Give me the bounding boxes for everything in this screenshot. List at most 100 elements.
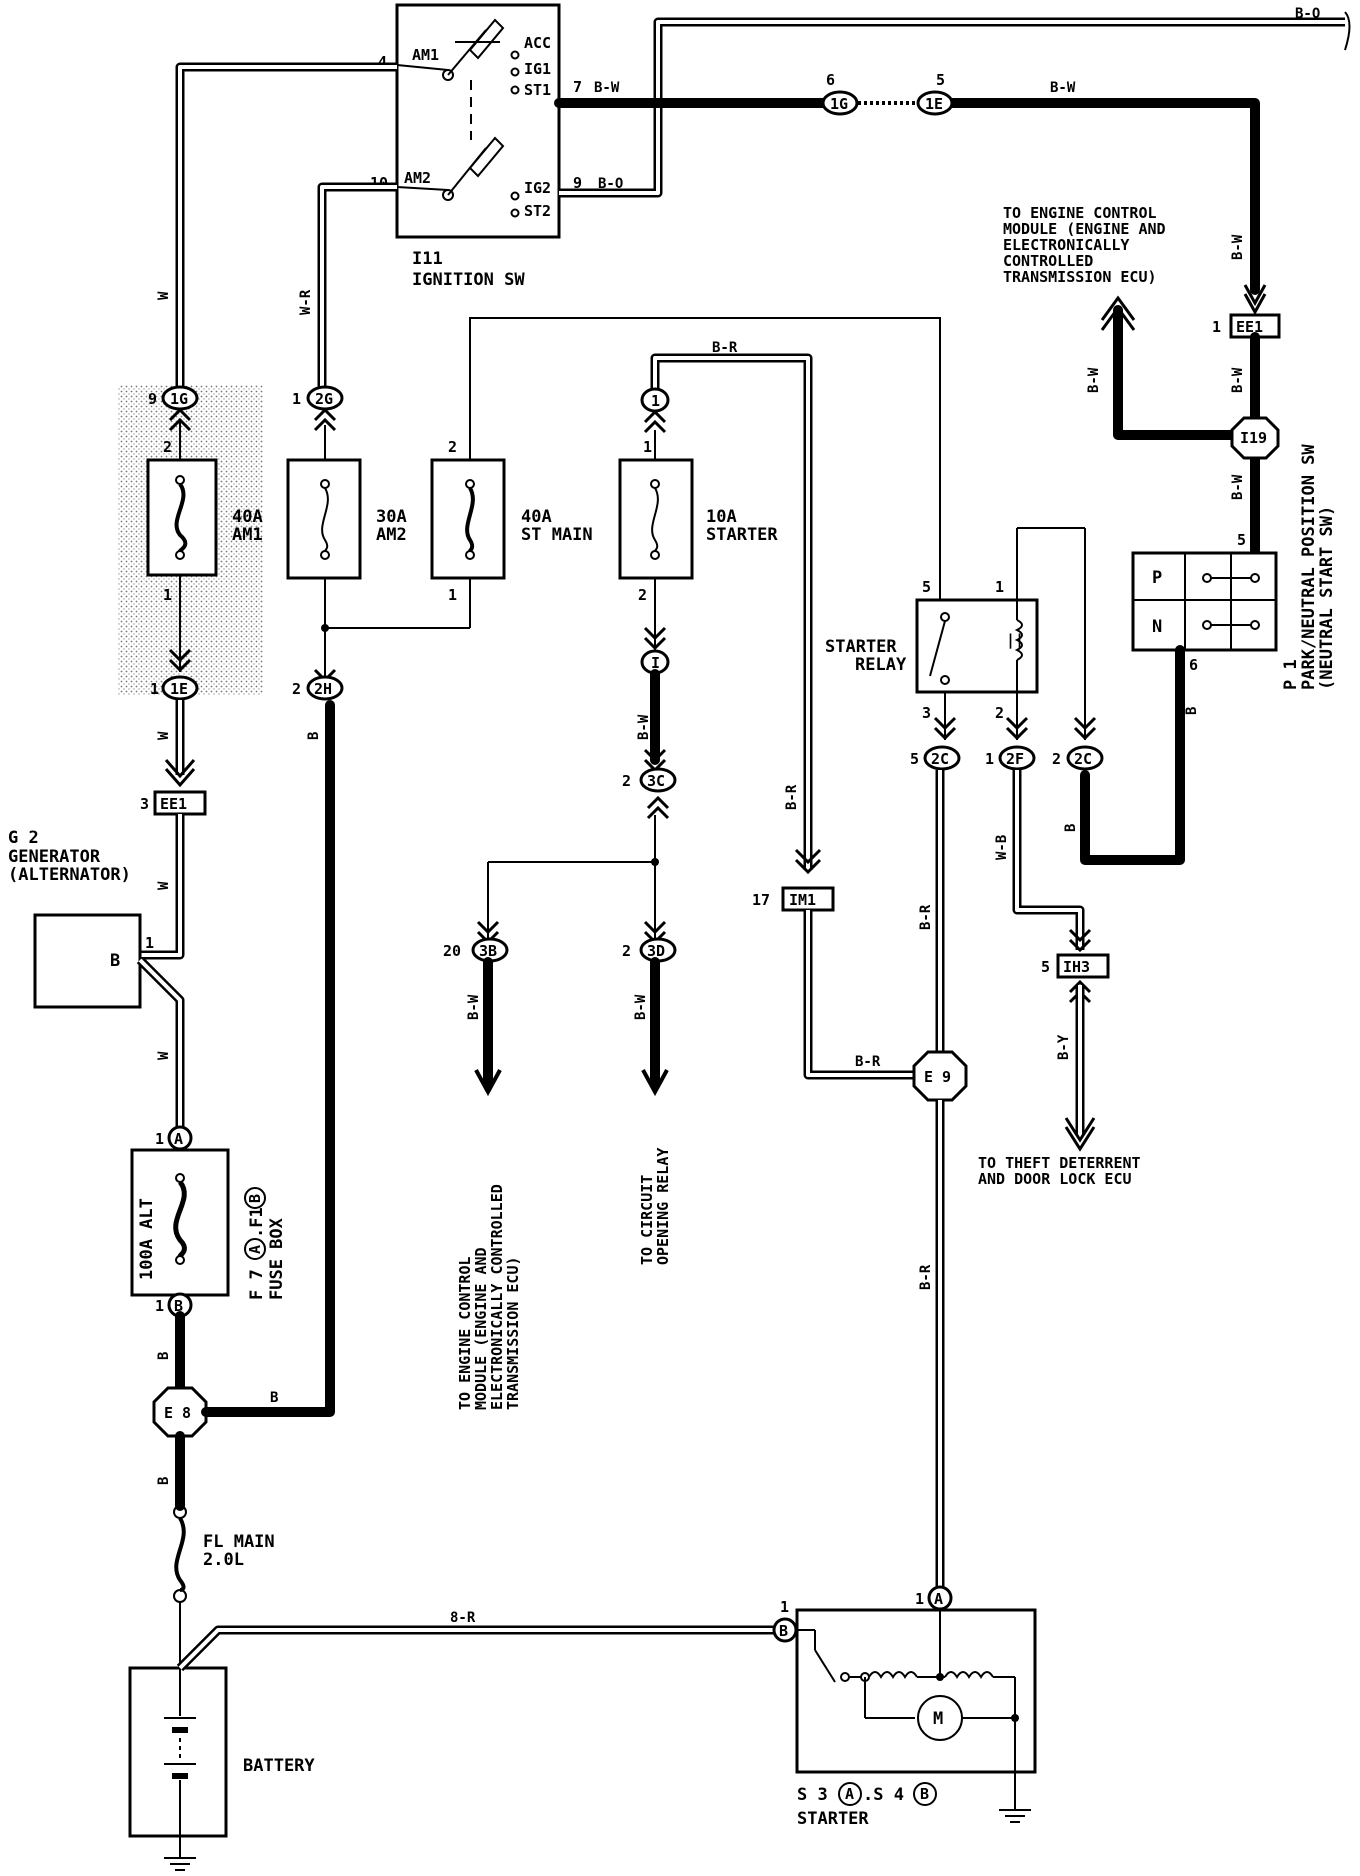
svg-text:2F: 2F: [1006, 750, 1024, 768]
svg-text:1: 1: [651, 392, 660, 410]
svg-text:FUSE BOX: FUSE BOX: [267, 1217, 287, 1300]
svg-text:B: B: [1184, 707, 1200, 715]
svg-text:1G: 1G: [170, 390, 188, 408]
ign-terminal-am2: AM2: [404, 169, 431, 187]
generator-label-3: (ALTERNATOR): [8, 865, 131, 885]
generator: [33, 913, 142, 1009]
svg-text:B-W: B-W: [1230, 474, 1246, 500]
park-neutral-label-2: PARK/NEUTRAL POSITION SW: [1299, 444, 1319, 690]
svg-text:2: 2: [622, 942, 631, 960]
fl-main-label-2: 2.0L: [203, 1550, 244, 1570]
svg-text:B-R: B-R: [855, 1054, 881, 1070]
wire-label-bo-top: B-O: [1295, 6, 1320, 22]
svg-text:W-B: W-B: [994, 835, 1010, 860]
starter-label: S 3 A .S 4 B STARTER: [797, 1782, 937, 1829]
svg-text:W: W: [156, 291, 172, 300]
svg-text:CONTROLLED: CONTROLLED: [1003, 252, 1093, 270]
svg-text:3: 3: [922, 704, 931, 722]
svg-text:F 7: F 7: [247, 1269, 267, 1300]
svg-text:OPENING RELAY: OPENING RELAY: [654, 1148, 672, 1265]
svg-text:1: 1: [155, 1297, 164, 1315]
svg-text:B-R: B-R: [784, 784, 800, 810]
svg-text:3C: 3C: [647, 772, 665, 790]
svg-text:8-R: 8-R: [450, 1610, 476, 1626]
svg-text:E 8: E 8: [164, 1404, 191, 1422]
destination-theft: TO THEFT DETERRENT AND DOOR LOCK ECU: [978, 1154, 1141, 1188]
svg-text:I19: I19: [1240, 429, 1267, 447]
connector-3c: [639, 767, 677, 793]
fuse-alt-rating: 100A ALT: [137, 1198, 157, 1280]
park-neutral-label-1: P 1: [1281, 659, 1301, 690]
svg-text:MODULE (ENGINE AND: MODULE (ENGINE AND: [1003, 220, 1166, 238]
connector-2h: [306, 675, 344, 701]
svg-text:1: 1: [448, 586, 457, 604]
fuse-10a-starter: [618, 458, 694, 580]
svg-text:2: 2: [1052, 750, 1061, 768]
wire-label-bw-vert: B-W: [1230, 234, 1246, 260]
ign-terminal-st2: ST2: [524, 202, 551, 220]
svg-text:2: 2: [622, 772, 631, 790]
svg-text:1: 1: [985, 750, 994, 768]
svg-text:A: A: [246, 1245, 264, 1254]
ign-terminal-ig2: IG2: [524, 179, 551, 197]
svg-text:TO CIRCUIT: TO CIRCUIT: [638, 1175, 656, 1265]
svg-text:ELECTRONICALLY CONTROLLED: ELECTRONICALLY CONTROLLED: [488, 1184, 506, 1410]
svg-text:P: P: [1152, 568, 1162, 588]
svg-text:TO ENGINE CONTROL: TO ENGINE CONTROL: [1003, 204, 1157, 222]
svg-text:2: 2: [163, 438, 172, 456]
svg-text:W: W: [156, 731, 172, 740]
starter-relay-label-2: RELAY: [855, 655, 907, 675]
svg-text:6: 6: [1189, 656, 1198, 674]
svg-text:2: 2: [995, 704, 1004, 722]
svg-text:2C: 2C: [1074, 750, 1092, 768]
svg-text:17: 17: [752, 891, 770, 909]
connector-top-1e: [916, 90, 954, 116]
svg-text:3: 3: [140, 795, 149, 813]
svg-text:B: B: [156, 1477, 172, 1485]
fuse-am1-name: AM1: [232, 525, 263, 545]
svg-text:EE1: EE1: [1236, 318, 1263, 336]
svg-text:I: I: [651, 654, 660, 672]
svg-text:B-W: B-W: [1086, 367, 1102, 393]
ign-terminal-acc: ACC: [524, 34, 551, 52]
connector-top-1g: [821, 90, 859, 116]
svg-text:5: 5: [910, 750, 919, 768]
svg-text:B: B: [270, 1390, 278, 1406]
fuse-starter-name: STARTER: [706, 525, 778, 545]
svg-text:W: W: [156, 1051, 172, 1060]
svg-text:20: 20: [443, 942, 461, 960]
wire-label-bw-st1: B-W: [594, 80, 620, 96]
connector-2c-a: [923, 745, 961, 771]
ignition-switch: AM1 AM2 ACC IG1 ST1 IG2 ST2 I11 IGNITION…: [395, 3, 561, 290]
wire-label-bw-top: B-W: [1050, 80, 1076, 96]
fuse-starter-rating: 10A: [706, 507, 737, 527]
svg-text:3B: 3B: [479, 942, 497, 960]
svg-text:5: 5: [922, 578, 931, 596]
svg-text:1: 1: [145, 934, 154, 952]
fuse-am2-rating: 30A: [376, 507, 407, 527]
svg-text:B-R: B-R: [918, 904, 934, 930]
svg-text:1E: 1E: [925, 95, 943, 113]
svg-text:.S 4: .S 4: [863, 1785, 904, 1805]
fuse-40a-am1: [146, 458, 218, 577]
junction-e8: [152, 1386, 208, 1438]
svg-text:B-W: B-W: [636, 714, 652, 740]
svg-text:1: 1: [643, 438, 652, 456]
svg-text:EE1: EE1: [160, 795, 187, 813]
svg-text:1: 1: [995, 578, 1004, 596]
svg-text:2: 2: [638, 586, 647, 604]
svg-text:B: B: [156, 1352, 172, 1360]
fuse-am2-name: AM2: [376, 525, 407, 545]
pin-am1: 4: [378, 53, 387, 71]
svg-text:2H: 2H: [314, 680, 332, 698]
svg-text:B: B: [1063, 824, 1079, 832]
svg-text:B: B: [246, 1194, 264, 1203]
svg-text:3D: 3D: [647, 942, 665, 960]
svg-text:B: B: [779, 1622, 788, 1640]
svg-text:A: A: [174, 1130, 183, 1148]
connector-2c-b: [1066, 745, 1104, 771]
svg-text:STARTER: STARTER: [797, 1809, 869, 1829]
svg-text:W: W: [156, 881, 172, 890]
svg-text:1: 1: [1212, 318, 1221, 336]
park-neutral-switch: P N: [1131, 551, 1278, 652]
